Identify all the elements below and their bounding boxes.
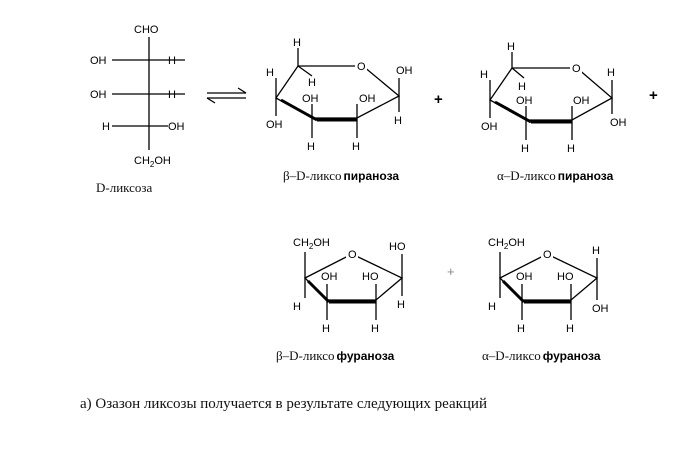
atom-ho: HO bbox=[362, 271, 379, 283]
atom-ho: HO bbox=[389, 241, 406, 253]
atom-h: H bbox=[521, 143, 529, 155]
fischer-name: D-ликсоза bbox=[96, 180, 153, 195]
atom-h: H bbox=[607, 67, 615, 79]
ring-front-bond bbox=[280, 98, 318, 122]
atom-h: H bbox=[397, 299, 405, 311]
fischer-top-group: CHO bbox=[134, 24, 159, 36]
atom-oh: OH bbox=[321, 271, 338, 283]
ring-oxygen: O bbox=[357, 61, 366, 73]
atom-oh: OH bbox=[516, 95, 533, 107]
atom-h: H bbox=[293, 301, 301, 313]
atom-oh: OH bbox=[481, 121, 498, 133]
beta-pyranose-ring bbox=[275, 65, 401, 119]
plus-sign: + bbox=[434, 91, 443, 108]
plus-sign: + bbox=[447, 264, 455, 279]
ring-oxygen: O bbox=[543, 249, 552, 261]
atom-oh: OH bbox=[302, 93, 319, 105]
fischer-bottom-group: CH2OH bbox=[134, 155, 171, 169]
atom-h: H bbox=[266, 67, 274, 79]
fischer-row-1-right: H bbox=[168, 55, 176, 67]
atom-h: H bbox=[352, 141, 360, 153]
atom-h: H bbox=[507, 41, 515, 53]
atom-oh: OH bbox=[396, 65, 413, 77]
atom-h: H bbox=[592, 245, 600, 257]
atom-h: H bbox=[480, 69, 488, 81]
fischer-row-3-left: H bbox=[102, 121, 110, 133]
ring-oxygen: O bbox=[348, 249, 357, 261]
atom-oh: OH bbox=[516, 271, 533, 283]
atom-h: H bbox=[371, 323, 379, 335]
atom-h: H bbox=[394, 115, 402, 127]
atom-oh: OH bbox=[610, 117, 627, 129]
equilibrium-arrow bbox=[206, 87, 247, 104]
atom-ho: HO bbox=[557, 271, 574, 283]
ring-front-bond bbox=[501, 279, 526, 304]
alpha-pyranose-ring bbox=[489, 67, 614, 121]
atom-h: H bbox=[307, 141, 315, 153]
fischer-row-2-left: OH bbox=[90, 89, 107, 101]
atom-oh: OH bbox=[573, 95, 590, 107]
atom-oh: OH bbox=[592, 303, 609, 315]
atom-oh: OH bbox=[359, 93, 376, 105]
caption-text: а) Озазон ликсозы получается в результат… bbox=[80, 396, 487, 412]
ring-front-bond bbox=[494, 100, 532, 124]
fischer-row-3-right: OH bbox=[168, 121, 185, 133]
atom-h: H bbox=[308, 77, 316, 89]
fischer-row-2-right: H bbox=[168, 89, 176, 101]
atom-h: H bbox=[566, 323, 574, 335]
atom-h: H bbox=[293, 37, 301, 49]
atom-h: H bbox=[517, 323, 525, 335]
ring-oxygen: O bbox=[572, 63, 581, 75]
atom-h: H bbox=[322, 323, 330, 335]
atom-h: H bbox=[567, 143, 575, 155]
atom-h: H bbox=[488, 301, 496, 313]
atom-h: H bbox=[518, 81, 526, 93]
atom-ch2oh: CH2OH bbox=[488, 237, 525, 251]
plus-sign: + bbox=[649, 87, 658, 104]
atom-ch2oh: CH2OH bbox=[293, 237, 330, 251]
fischer-projection: CHO OH H OH H H OH CH2OH D-ликсоза bbox=[90, 24, 185, 195]
fischer-row-1-left: OH bbox=[90, 55, 107, 67]
atom-oh: OH bbox=[266, 119, 283, 131]
ring-front-bond bbox=[306, 279, 331, 304]
